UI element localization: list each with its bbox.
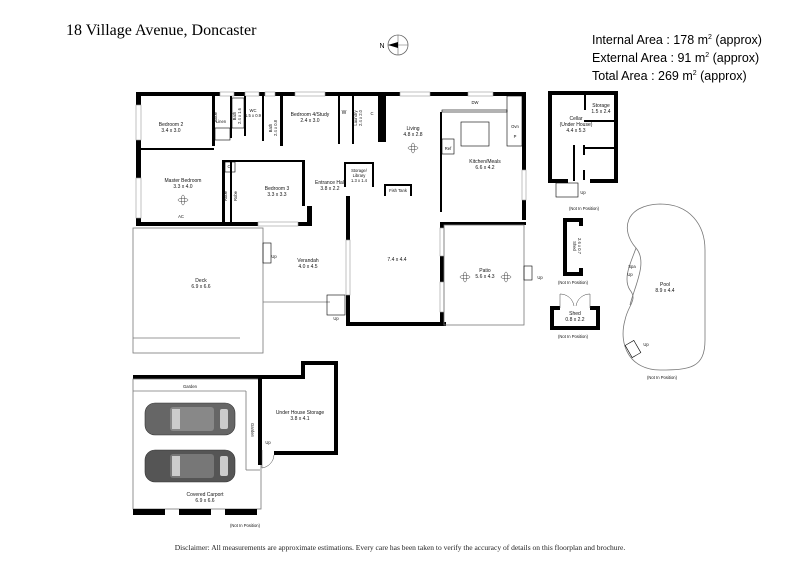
svg-text:(Not In Position): (Not In Position) <box>569 206 600 211</box>
under-house-storage: Under House Storage 3.8 x 4.1 Up (Not In… <box>230 361 338 528</box>
lower-room: 7.4 x 4.4 <box>345 196 446 326</box>
svg-text:2.4 x 3.0: 2.4 x 3.0 <box>300 118 319 124</box>
svg-text:(Not In Position): (Not In Position) <box>558 280 589 285</box>
svg-text:3.3 x 3.3: 3.3 x 3.3 <box>267 192 286 198</box>
compass-icon: N <box>379 34 409 56</box>
disclaimer: Disclaimer: All measurements are approxi… <box>174 543 626 552</box>
shed-1: Shed 2.6 x 0.7 (Not In Position) <box>558 218 589 285</box>
svg-text:Bedroom 3: Bedroom 3 <box>265 186 290 192</box>
area-summary: Internal Area : 178 m2 (approx) External… <box>592 30 762 84</box>
svg-text:Up: Up <box>643 342 649 347</box>
svg-text:Up: Up <box>271 254 277 259</box>
svg-text:Up: Up <box>333 316 339 321</box>
svg-text:Living: Living <box>406 126 419 132</box>
svg-text:Robe: Robe <box>223 190 228 201</box>
svg-text:Ovn: Ovn <box>511 124 519 129</box>
svg-text:6.9 x 6.6: 6.9 x 6.6 <box>191 284 210 290</box>
svg-text:Master Bedroom: Master Bedroom <box>165 178 202 184</box>
svg-text:W: W <box>342 110 347 116</box>
svg-text:(Not In Position): (Not In Position) <box>230 523 261 528</box>
svg-text:Shed: Shed <box>569 311 581 317</box>
svg-text:2.4 x 2.0: 2.4 x 2.0 <box>358 109 363 126</box>
svg-text:4.0 x 4.5: 4.0 x 4.5 <box>298 264 317 270</box>
svg-text:Pool: Pool <box>660 282 670 288</box>
svg-text:0.8 x 2.2: 0.8 x 2.2 <box>565 317 584 323</box>
svg-text:Storage: Storage <box>592 103 610 109</box>
svg-text:P: P <box>514 134 517 139</box>
carport: Garden Garden Covered Carport 6.9 x 6.6 <box>132 375 262 515</box>
car-icon <box>144 449 236 483</box>
svg-text:Kitchen/Meals: Kitchen/Meals <box>469 159 501 165</box>
svg-text:Garden: Garden <box>250 423 255 438</box>
patio: Patio 5.6 x 4.3 Up <box>443 224 543 326</box>
svg-text:1.5 x 2.4: 1.5 x 2.4 <box>591 109 610 115</box>
svg-text:Entrance Hall: Entrance Hall <box>315 180 345 186</box>
svg-text:(Under House): (Under House) <box>560 122 593 128</box>
svg-text:Up: Up <box>580 190 586 195</box>
svg-text:Robe: Robe <box>213 111 218 122</box>
cellar: Cellar (Under House) 4.4 x 5.3 Storage 1… <box>548 91 618 211</box>
svg-text:7.4 x 4.4: 7.4 x 4.4 <box>387 257 406 263</box>
svg-text:Under House Storage: Under House Storage <box>276 410 325 416</box>
svg-text:1.5 x 0.9: 1.5 x 0.9 <box>245 113 262 118</box>
car-icon <box>144 402 236 436</box>
svg-text:2.4 x 1.6: 2.4 x 1.6 <box>237 107 242 124</box>
svg-text:AC: AC <box>178 214 184 219</box>
svg-text:Shed: Shed <box>572 241 577 251</box>
svg-text:C: C <box>227 164 230 169</box>
svg-text:Deck: Deck <box>195 278 207 284</box>
svg-text:4.4 x 5.3: 4.4 x 5.3 <box>566 128 585 134</box>
svg-text:2.4 x 0.8: 2.4 x 0.8 <box>273 119 278 136</box>
svg-text:C: C <box>370 111 373 116</box>
svg-text:8.9 x 4.4: 8.9 x 4.4 <box>655 288 674 294</box>
svg-text:WC: WC <box>250 108 257 113</box>
svg-text:3.4 x 3.0: 3.4 x 3.0 <box>161 128 180 134</box>
shed-2: Shed 0.8 x 2.2 (Not In Position) <box>550 293 600 339</box>
internal-area: Internal Area : 178 m2 (approx) <box>592 33 762 47</box>
svg-text:Up: Up <box>627 272 633 277</box>
svg-text:6.9 x 6.6: 6.9 x 6.6 <box>195 498 214 504</box>
svg-text:1.3 x 1.4: 1.3 x 1.4 <box>351 178 368 183</box>
pool: Pool 8.9 x 4.4 Spa Up Up (Not In Positio… <box>622 203 706 380</box>
total-area: Total Area : 269 m2 (approx) <box>592 69 747 83</box>
deck-verandah: Deck 6.9 x 6.6 Verandah 4.0 x 4.5 Up Up <box>132 227 346 354</box>
main-house: Bedroom 2 3.4 x 3.0 Linen Robe Bath 2.4 … <box>135 91 527 227</box>
svg-text:3.8 x 4.1: 3.8 x 4.1 <box>290 416 309 422</box>
svg-text:Spa: Spa <box>628 264 636 269</box>
svg-text:N: N <box>379 43 384 50</box>
ceiling-fan-icon <box>407 142 419 154</box>
svg-text:Up: Up <box>537 275 543 280</box>
svg-text:DW: DW <box>472 100 479 105</box>
svg-text:Ref: Ref <box>445 146 452 151</box>
external-area: External Area : 91 m2 (approx) <box>592 51 760 65</box>
svg-text:2.6 x 0.7: 2.6 x 0.7 <box>577 238 582 255</box>
svg-text:4.8 x 2.8: 4.8 x 2.8 <box>403 132 422 138</box>
property-address: 18 Village Avenue, Doncaster <box>66 22 257 39</box>
svg-text:Bedroom 4/Study: Bedroom 4/Study <box>291 112 330 118</box>
svg-text:Laundry: Laundry <box>353 110 358 126</box>
svg-text:(Not In Position): (Not In Position) <box>558 334 589 339</box>
svg-text:(Not In Position): (Not In Position) <box>647 375 678 380</box>
svg-text:Cellar: Cellar <box>569 116 582 122</box>
svg-text:Linen: Linen <box>216 119 227 124</box>
svg-text:5.6 x 4.3: 5.6 x 4.3 <box>475 274 494 280</box>
svg-text:Patio: Patio <box>479 268 491 274</box>
svg-text:3.8 x 2.2: 3.8 x 2.2 <box>320 186 339 192</box>
svg-text:Robe: Robe <box>233 190 238 201</box>
svg-text:Bedroom 2: Bedroom 2 <box>159 122 184 128</box>
svg-text:Up: Up <box>265 440 271 445</box>
svg-text:Storage/: Storage/ <box>351 168 368 173</box>
svg-text:Garden: Garden <box>183 384 198 389</box>
ceiling-fan-icon <box>177 194 189 206</box>
svg-text:Bath: Bath <box>268 123 273 132</box>
svg-text:Fish Tank: Fish Tank <box>389 188 408 193</box>
svg-text:Covered Carport: Covered Carport <box>187 492 225 498</box>
svg-text:Library: Library <box>353 173 367 178</box>
svg-text:Bath: Bath <box>232 111 237 120</box>
svg-text:6.6 x 4.2: 6.6 x 4.2 <box>475 165 494 171</box>
svg-text:3.3 x 4.0: 3.3 x 4.0 <box>173 184 192 190</box>
svg-text:Verandah: Verandah <box>297 258 319 264</box>
